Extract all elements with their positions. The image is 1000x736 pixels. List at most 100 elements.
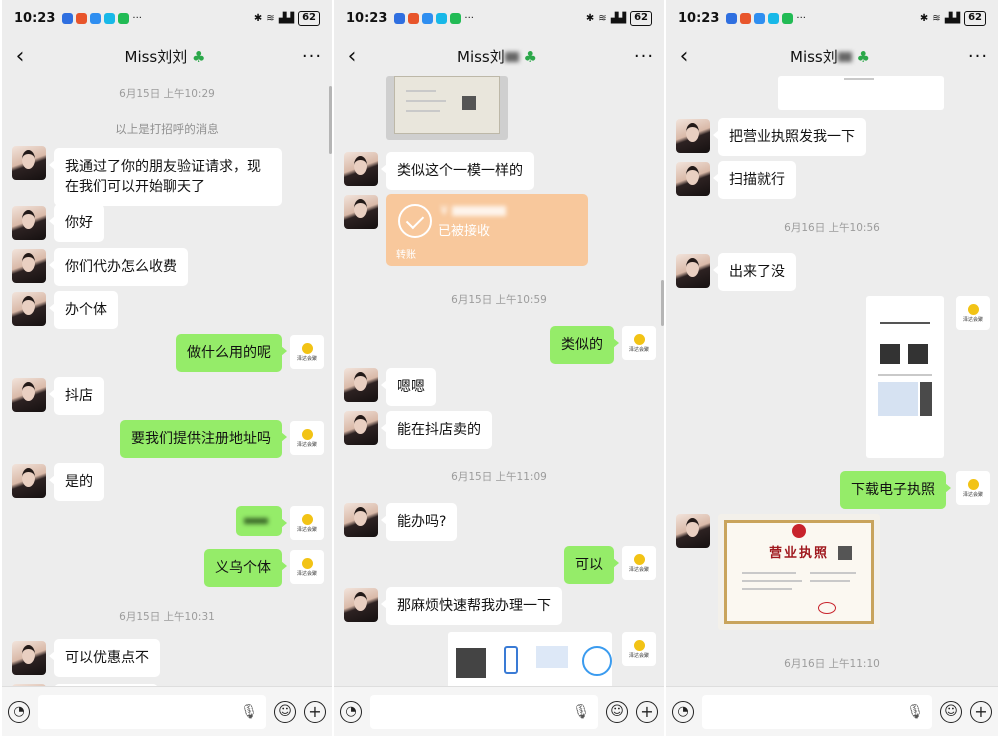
message-input[interactable]: 🎙 [38,694,266,729]
plus-icon[interactable]: + [304,700,326,723]
avatar[interactable] [344,195,378,229]
self-avatar[interactable]: 泽达会聚 [622,326,656,360]
voice-icon[interactable]: ◔ [8,700,30,723]
image-message[interactable] [778,76,944,110]
chat-screen-3: 10:23 ··· ✱ ≋ ▟▟ 62 ‹ Miss刘 ♣ ··· 把营业执 [666,0,998,736]
avatar[interactable] [12,206,46,240]
business-license-image[interactable]: 营业执照 [718,514,880,630]
message-bubble[interactable]: 可以 [564,546,619,584]
message-list[interactable]: 类似这个一模一样的 ¥ 已被接收 转账 6月15日 上午10:59 类似的 泽达… [334,76,664,686]
notification-icon [118,12,130,24]
plus-icon[interactable]: + [970,700,992,723]
self-avatar[interactable]: 泽达会聚 [956,471,990,505]
scrollbar[interactable] [661,280,664,326]
message-list[interactable]: 6月15日 上午10:29 以上是打招呼的消息 我通过了你的朋友验证请求，现在我… [2,76,332,686]
message-bubble[interactable]: 类似的 [550,326,619,364]
avatar[interactable] [12,641,46,675]
more-notifications-icon: ··· [132,12,142,24]
chevron-left-icon[interactable]: ‹ [15,43,25,69]
avatar[interactable] [676,162,710,196]
avatar[interactable] [676,119,710,153]
message-bubble[interactable]: 你们代办怎么收费 [49,248,188,286]
avatar[interactable] [676,254,710,288]
avatar[interactable] [344,503,378,537]
avatar[interactable] [344,152,378,186]
wifi-icon: ≋ [932,12,941,24]
avatar[interactable] [344,411,378,445]
mic-icon[interactable]: 🎙 [906,703,924,720]
emoji-icon[interactable]: ☺ [274,700,296,723]
avatar[interactable] [344,588,378,622]
emoji-icon[interactable]: ☺ [940,700,962,723]
avatar[interactable] [12,249,46,283]
message-bubble[interactable]: 类似这个一模一样的 [381,152,534,190]
self-avatar[interactable]: 泽达会聚 [290,335,324,369]
timestamp: 6月15日 上午10:59 [451,294,547,306]
self-avatar[interactable]: 泽达会聚 [622,546,656,580]
notification-icon [104,12,116,24]
screenshot-image[interactable] [448,632,612,686]
chevron-left-icon[interactable]: ‹ [679,43,689,69]
notification-icon [726,12,738,24]
input-bar: ◔ 🎙 ☺ + [334,686,664,736]
self-avatar[interactable]: 泽达会聚 [290,506,324,540]
emoji-icon[interactable]: ☺ [606,700,628,723]
more-dots-icon[interactable]: ··· [301,45,323,67]
status-bar: 10:23 ··· ✱ ≋ ▟▟ 62 [334,0,664,36]
message-bubble[interactable]: 出来了没 [713,253,796,291]
notification-icon [740,12,752,24]
mic-icon[interactable]: 🎙 [240,703,258,720]
message-input[interactable]: 🎙 [370,694,598,729]
message-bubble[interactable]: 把营业执照发我一下 [713,118,866,156]
message-bubble[interactable]: 那麻烦快速帮我办理一下 [381,587,562,625]
self-avatar[interactable]: 泽达会聚 [290,550,324,584]
message-bubble[interactable]: 要我们提供注册地址吗 [120,420,287,458]
more-dots-icon[interactable]: ··· [967,45,989,67]
notification-icon [90,12,102,24]
plus-icon[interactable]: + [636,700,658,723]
avatar[interactable] [12,292,46,326]
status-bar: 10:23 ··· ✱ ≋ ▟▟ 62 [2,0,332,36]
message-bubble[interactable]: 能办吗? [380,503,458,541]
message-input[interactable]: 🎙 [702,694,932,729]
message-bubble[interactable]: 能在抖店卖的 [381,411,492,449]
message-bubble[interactable]: 你好 [49,204,104,242]
message-bubble[interactable]: 下载电子执照 [840,471,951,509]
input-bar: ◔ 🎙 ☺ + [666,686,998,736]
message-bubble[interactable]: 嗯嗯 [381,368,436,406]
mic-icon[interactable]: 🎙 [572,703,590,720]
message-bubble[interactable]: 是的 [49,463,104,501]
license-screenshot-image[interactable] [866,296,944,458]
status-time: 10:23 [678,10,720,26]
message-bubble[interactable]: 扫描就行 [713,161,796,199]
chat-screen-1: 10:23 ··· ✱ ≋ ▟▟ 62 ‹ Miss刘刘 ♣ ··· 6月15日… [2,0,332,736]
avatar[interactable] [12,146,46,180]
avatar[interactable] [344,368,378,402]
message-bubble-redacted[interactable] [236,506,287,536]
message-bubble[interactable] [54,684,158,686]
avatar[interactable] [12,378,46,412]
certificate-image[interactable] [386,76,508,140]
bluetooth-icon: ✱ [253,12,263,24]
notification-icon [768,12,780,24]
more-dots-icon[interactable]: ··· [633,45,655,67]
transfer-card[interactable]: ¥ 已被接收 转账 [386,194,588,266]
message-bubble[interactable]: 义乌个体 [204,549,287,587]
avatar[interactable] [12,684,46,686]
avatar[interactable] [12,464,46,498]
voice-icon[interactable]: ◔ [340,700,362,723]
self-avatar[interactable]: 泽达会聚 [622,632,656,666]
message-list[interactable]: 把营业执照发我一下 扫描就行 6月16日 上午10:56 出来了没 泽达会聚 下… [666,76,998,686]
chevron-left-icon[interactable]: ‹ [347,43,357,69]
self-avatar[interactable]: 泽达会聚 [956,296,990,330]
message-bubble[interactable]: 可以优惠点不 [49,639,160,677]
voice-icon[interactable]: ◔ [672,700,694,723]
scrollbar[interactable] [329,86,332,154]
message-bubble[interactable]: 我通过了你的朋友验证请求，现在我们可以开始聊天了 [49,148,282,206]
avatar[interactable] [676,514,710,548]
message-bubble[interactable]: 抖店 [49,377,104,415]
message-bubble[interactable]: 做什么用的呢 [176,334,287,372]
status-time: 10:23 [346,10,388,26]
message-bubble[interactable]: 办个体 [49,291,118,329]
self-avatar[interactable]: 泽达会聚 [290,421,324,455]
